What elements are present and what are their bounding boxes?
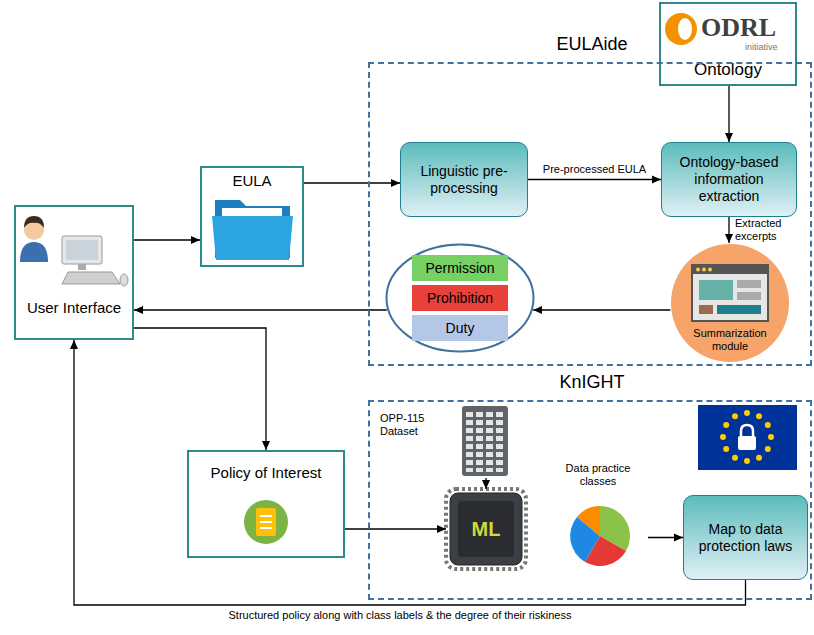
folder-icon bbox=[212, 200, 293, 260]
connector-arrow bbox=[648, 537, 683, 538]
node-text: Ontology-based information extraction bbox=[668, 154, 790, 204]
ontology-box: ODRLinitiativeOntology bbox=[659, 2, 797, 86]
node-text: Data practice classes bbox=[548, 462, 648, 488]
flag-star bbox=[723, 446, 729, 452]
shape-part bbox=[696, 268, 700, 272]
connector-arrow bbox=[533, 309, 670, 310]
node-text: User Interface bbox=[16, 299, 132, 317]
node-text: Permission bbox=[412, 255, 508, 281]
process-box: Ontology-based information extraction bbox=[661, 142, 797, 217]
computer-icon bbox=[62, 236, 128, 286]
shape-part bbox=[699, 305, 713, 314]
connector-arrow bbox=[528, 179, 661, 180]
connector-arrow bbox=[134, 309, 387, 310]
node-text: EULA bbox=[202, 172, 302, 190]
node-text: initiative bbox=[745, 42, 797, 53]
connector-arrow bbox=[304, 182, 400, 183]
shape-part bbox=[699, 280, 733, 300]
edge-label: Structured policy along with class label… bbox=[226, 609, 573, 622]
flag-star bbox=[720, 434, 726, 440]
connector-arrow bbox=[74, 340, 746, 605]
odrl-logo bbox=[665, 13, 697, 45]
flag-star bbox=[744, 410, 750, 416]
flag-star bbox=[756, 413, 762, 419]
flag-star bbox=[765, 446, 771, 452]
node-text: Prohibition bbox=[412, 285, 508, 311]
node-text: ML bbox=[472, 517, 501, 541]
result-circle: PermissionProhibitionDuty bbox=[385, 243, 535, 353]
node-text: KnIGHT bbox=[520, 372, 664, 394]
flag-star bbox=[765, 422, 771, 428]
node-text: OPP-115 Dataset bbox=[380, 412, 450, 438]
ml-chip-icon bbox=[446, 489, 526, 569]
shape-part bbox=[387, 245, 534, 352]
module-region: EULAideLinguistic pre-processingOntology… bbox=[368, 62, 812, 366]
node-text: Map to data protection laws bbox=[690, 521, 801, 555]
dataset-icon-node: OPP-115 Dataset bbox=[380, 404, 510, 478]
node-text: ODRL bbox=[701, 12, 791, 43]
connector-arrow bbox=[728, 86, 729, 142]
pie-chart-icon bbox=[570, 506, 630, 566]
connector-arrow bbox=[134, 328, 266, 450]
edge-label: Extracted excerpts bbox=[733, 217, 795, 243]
document-box: EULA bbox=[200, 166, 304, 267]
eu-flag-icon bbox=[698, 405, 797, 470]
node-text: Summarization module bbox=[680, 327, 780, 353]
flag-star bbox=[732, 413, 738, 419]
shape-part bbox=[737, 292, 761, 300]
node-text: Linguistic pre-processing bbox=[407, 163, 521, 197]
shape-part bbox=[737, 280, 761, 288]
ml-node: ML bbox=[446, 489, 526, 569]
connector-arrow bbox=[345, 528, 446, 529]
connector-arrow bbox=[134, 239, 200, 240]
shape-part bbox=[671, 244, 789, 362]
process-box: Map to data protection laws bbox=[683, 495, 808, 580]
shape-part bbox=[702, 268, 706, 272]
database-icon bbox=[462, 406, 508, 476]
document-icon bbox=[244, 500, 288, 544]
shape-part bbox=[692, 265, 768, 321]
flag-star bbox=[756, 455, 762, 461]
flag-star bbox=[723, 422, 729, 428]
classes-node: Data practice classes bbox=[548, 462, 648, 568]
summary-circle: Summarization module bbox=[670, 243, 790, 363]
node-text: Duty bbox=[412, 315, 508, 341]
shape-part bbox=[692, 265, 768, 274]
shape-part bbox=[708, 268, 712, 272]
flag-star bbox=[768, 434, 774, 440]
connector-arrow bbox=[485, 478, 486, 489]
user-icon bbox=[20, 216, 48, 262]
input-box: Policy of Interest bbox=[187, 450, 345, 558]
flag-star bbox=[744, 458, 750, 464]
node-text: Policy of Interest bbox=[189, 464, 343, 482]
edge-label: Pre-processed EULA bbox=[541, 163, 648, 176]
module-region: KnIGHTOPP-115 DatasetMLData practice cla… bbox=[368, 400, 812, 600]
user-interface-box: User Interface bbox=[14, 205, 134, 340]
shape-part bbox=[717, 305, 761, 314]
node-text: EULAide bbox=[520, 34, 664, 56]
flag-star bbox=[732, 455, 738, 461]
process-box: Linguistic pre-processing bbox=[400, 142, 528, 217]
connector-arrow bbox=[728, 217, 729, 243]
